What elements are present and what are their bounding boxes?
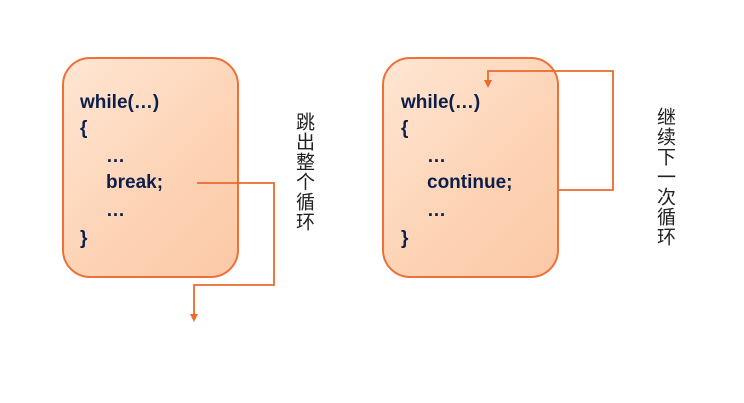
code-open-brace-right: {	[401, 118, 409, 139]
code-close-brace-left: }	[80, 228, 88, 249]
code-close-brace-right: }	[401, 228, 409, 249]
while-break-box	[62, 57, 239, 278]
code-while-header-right: while(…)	[401, 92, 481, 113]
continue-label: 继续下一次循环	[654, 107, 676, 247]
while-continue-box	[382, 57, 559, 278]
break-label: 跳出整个循环	[293, 112, 315, 232]
break-exit-arrow	[190, 182, 275, 322]
code-open-brace-left: {	[80, 118, 88, 139]
code-while-header-left: while(…)	[80, 92, 160, 113]
code-ellipsis-after-continue: …	[427, 200, 446, 221]
continue-loop-arrow	[484, 70, 614, 191]
code-ellipsis-before-continue: …	[427, 146, 446, 167]
code-ellipsis-after-break: …	[106, 200, 125, 221]
code-continue-statement: continue;	[427, 172, 513, 193]
code-ellipsis-before-break: …	[106, 146, 125, 167]
code-break-statement: break;	[106, 172, 164, 193]
